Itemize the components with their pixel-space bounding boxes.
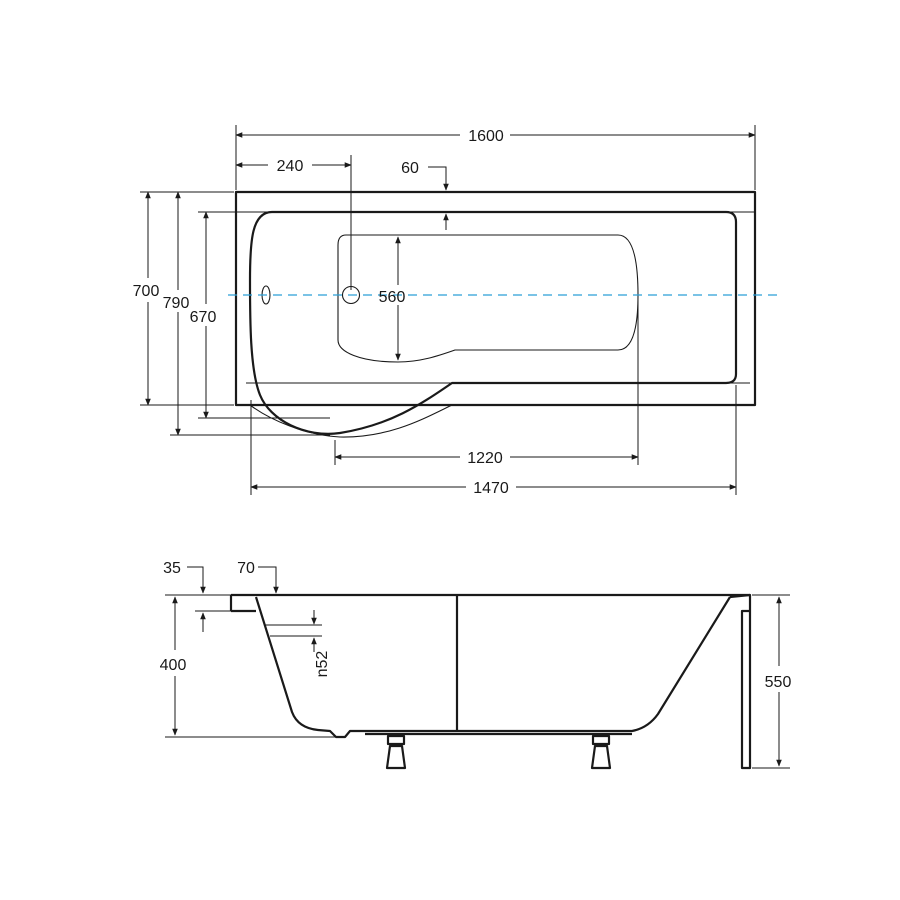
dim-240: 240: [277, 158, 304, 175]
foot-left: [385, 734, 407, 770]
dim-60: 60: [401, 160, 419, 177]
dim-670: 670: [190, 309, 217, 326]
dim-700: 700: [133, 283, 160, 300]
skirt-curve: [236, 404, 453, 438]
dim-1470: 1470: [473, 480, 509, 497]
dim-1600: 1600: [468, 128, 504, 145]
dim-70: 70: [237, 560, 255, 577]
basin-outline: [248, 210, 738, 435]
dim-550: 550: [765, 674, 792, 691]
foot-right: [590, 734, 612, 770]
front-panel: [729, 593, 752, 770]
basin-floor: [337, 234, 639, 363]
dim-790: 790: [163, 295, 190, 312]
bath-outer-rim: [234, 190, 757, 407]
dim-n52: n52: [314, 651, 331, 678]
side-view: n52 35 70 400 550: [160, 560, 792, 770]
top-view: 1600 240 60 700 790 670 560: [133, 125, 780, 497]
dim-560: 560: [379, 289, 406, 306]
dim-400: 400: [160, 657, 187, 674]
dim-35: 35: [163, 560, 181, 577]
dim-1220: 1220: [467, 450, 503, 467]
side-tub-body: [254, 596, 731, 739]
